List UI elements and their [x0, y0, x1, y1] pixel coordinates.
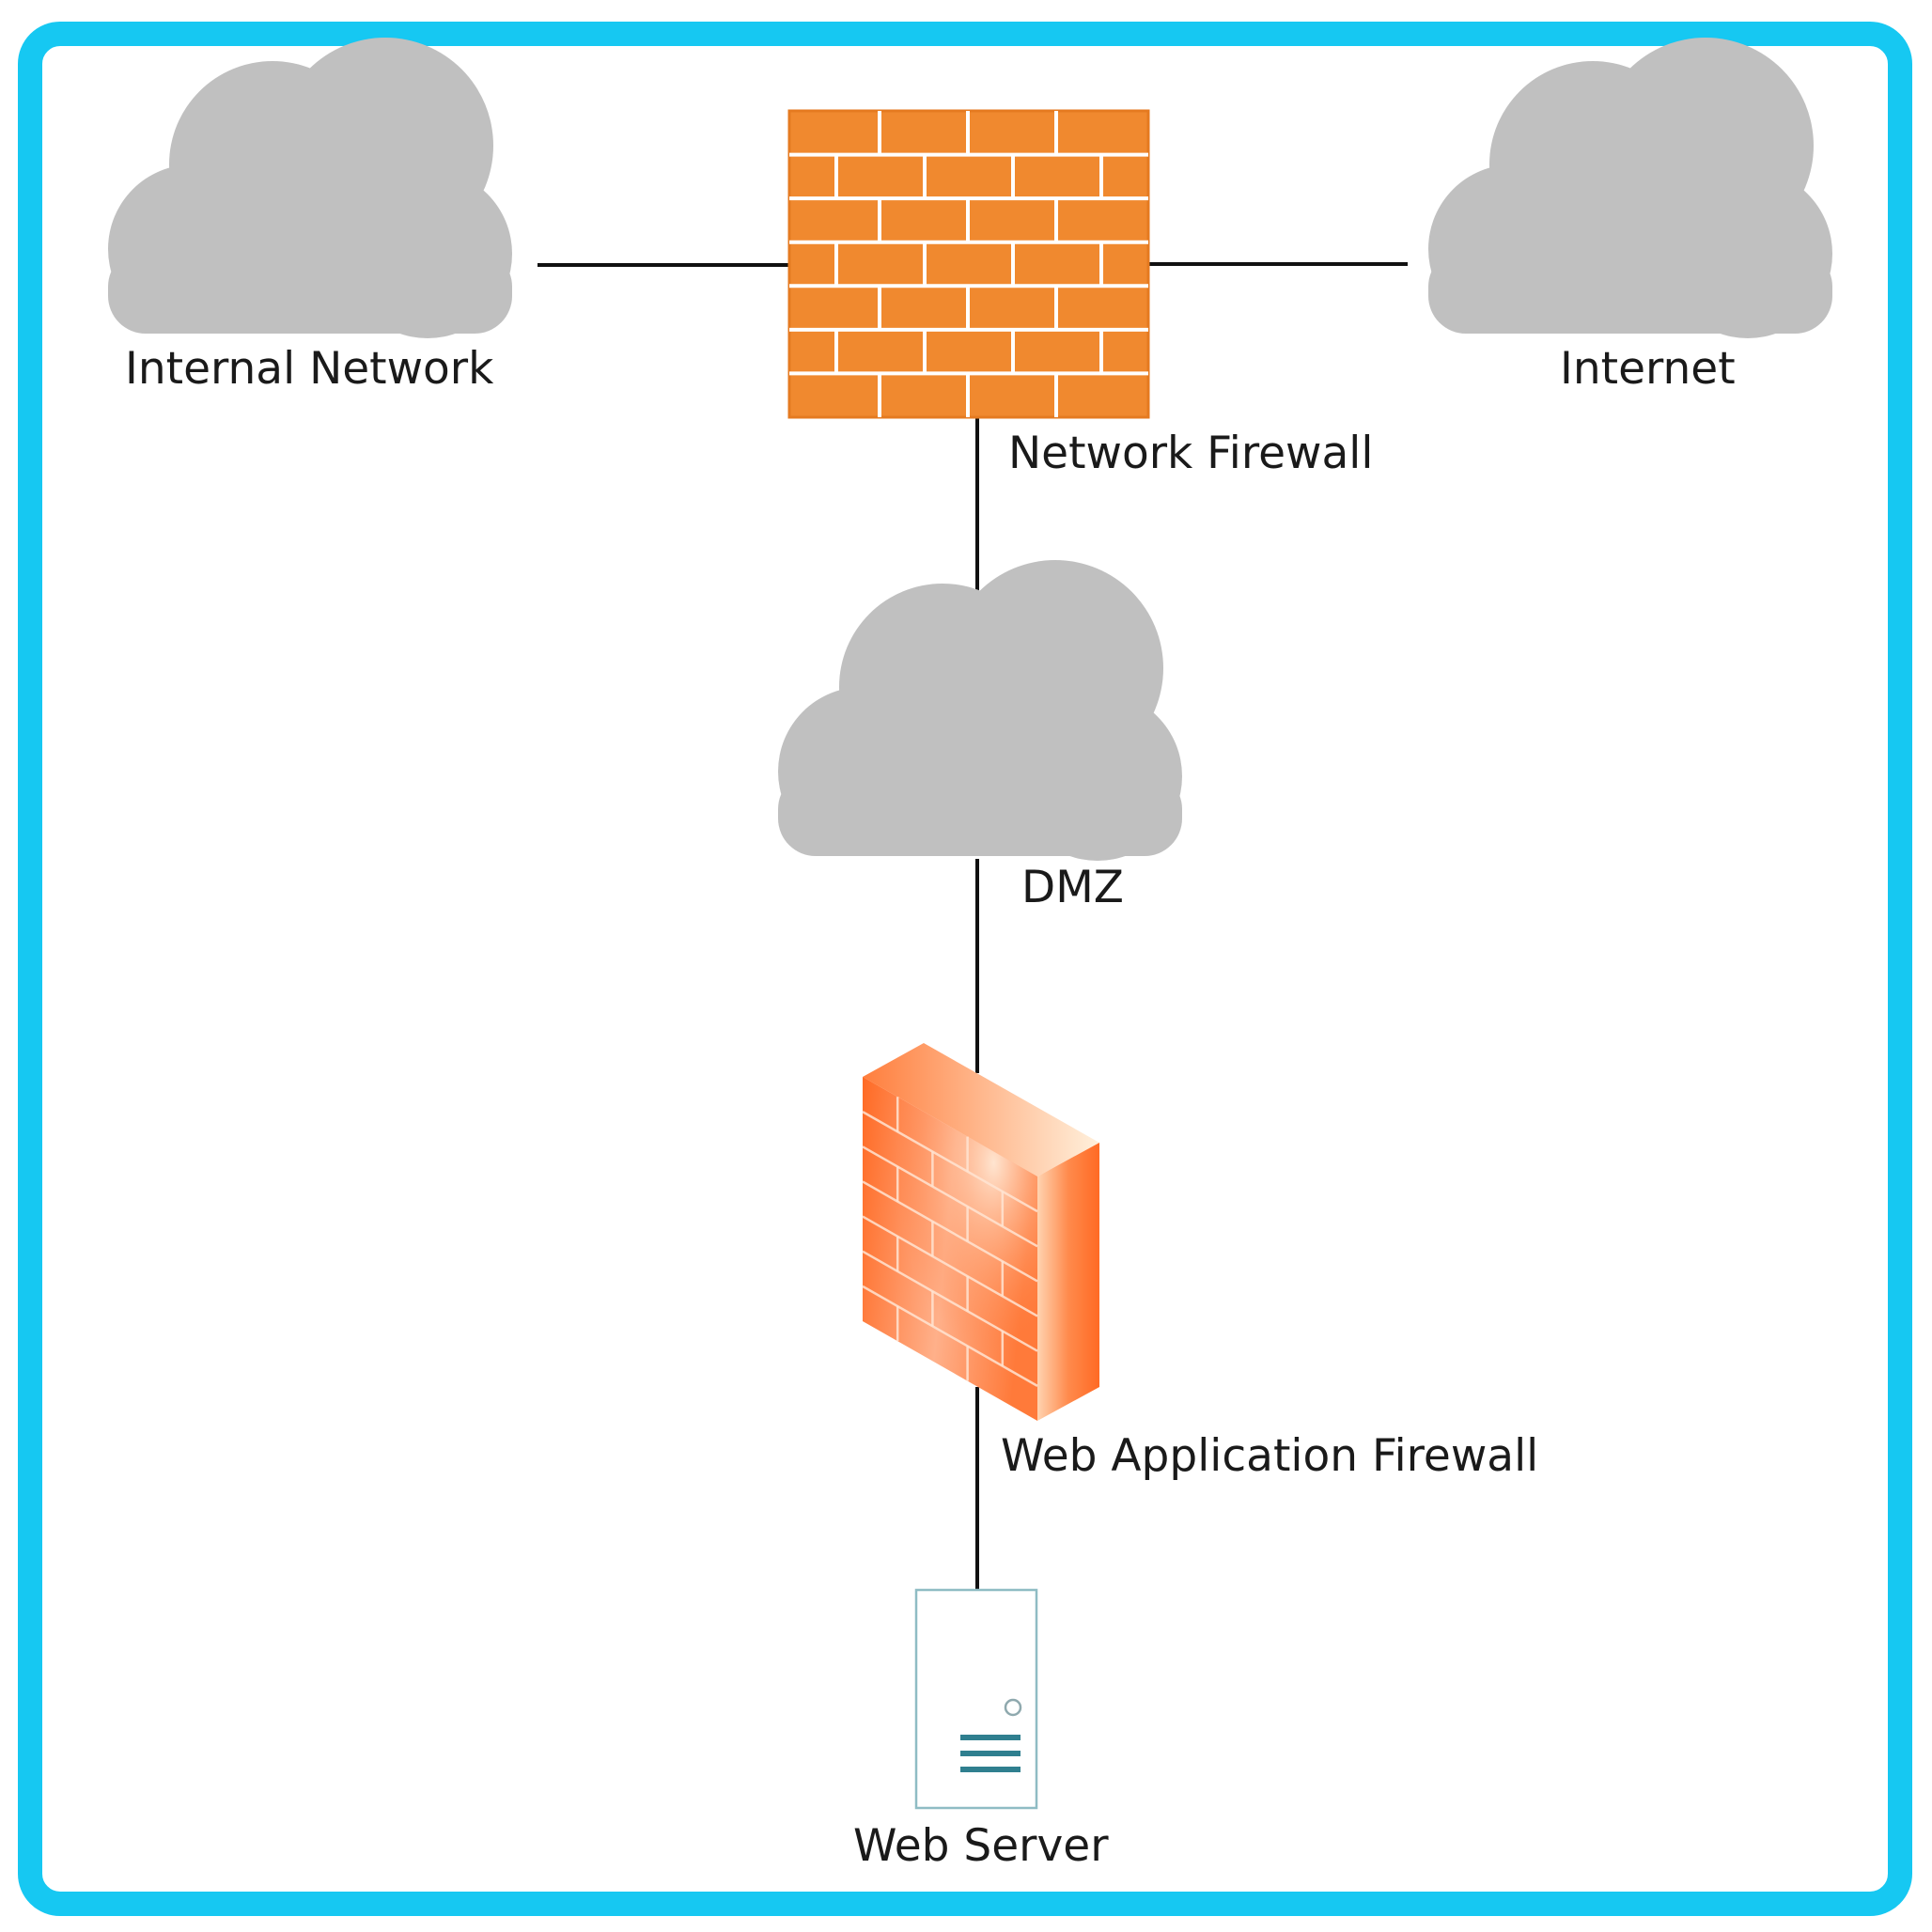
- internet-label: Internet: [1560, 343, 1736, 395]
- internet-node: Internet: [1428, 38, 1832, 395]
- server-icon: [914, 1588, 1038, 1810]
- diagram-frame: [18, 22, 1912, 1916]
- brick-firewall-icon: [787, 109, 1150, 419]
- network-firewall-node: Network Firewall: [787, 109, 1373, 479]
- web-application-firewall-label: Web Application Firewall: [1001, 1430, 1538, 1482]
- network-firewall-label: Network Firewall: [1008, 428, 1373, 479]
- web-server-node: Web Server: [853, 1588, 1109, 1872]
- internal-network-label: Internal Network: [125, 343, 494, 395]
- web-application-firewall-node: Web Application Firewall: [862, 1043, 1538, 1482]
- internal-network-node: Internal Network: [108, 38, 512, 395]
- firewall-3d-icon: [862, 1043, 1099, 1421]
- web-server-label: Web Server: [853, 1820, 1109, 1872]
- dmz-label: DMZ: [1021, 862, 1124, 913]
- dmz-node: DMZ: [778, 560, 1182, 913]
- connections: [538, 262, 1408, 1590]
